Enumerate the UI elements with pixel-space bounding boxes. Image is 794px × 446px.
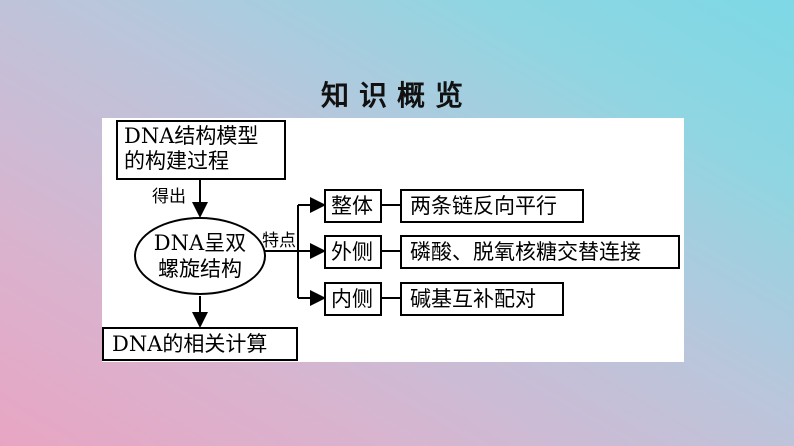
feature-value-3: 碱基互补配对 — [400, 282, 564, 316]
feature-value-2: 磷酸、脱氧核糖交替连接 — [400, 235, 680, 269]
center-line1: DNA呈双 — [153, 231, 247, 255]
center-ellipse: DNA呈双 螺旋结构 — [134, 217, 266, 295]
bottom-box: DNA的相关计算 — [102, 327, 298, 361]
branch-label: 特点 — [262, 231, 296, 251]
top-box-line1: DNA结构模型 — [124, 124, 259, 148]
page-title: 知识概览 — [320, 79, 473, 112]
top-box-line2: 的构建过程 — [124, 149, 229, 173]
feature-label-1: 整体 — [324, 189, 382, 223]
center-line2: 螺旋结构 — [158, 257, 242, 281]
feature-value-1: 两条链反向平行 — [400, 189, 584, 223]
feature-label-2: 外侧 — [324, 235, 382, 269]
concept-map-panel: DNA结构模型 的构建过程 得出 DNA呈双 螺旋结构 特点 DNA的相关计算 … — [102, 118, 684, 362]
arrow-label-top: 得出 — [152, 187, 186, 207]
connector-lines — [192, 180, 400, 328]
feature-label-3: 内侧 — [324, 282, 382, 316]
top-box: DNA结构模型 的构建过程 — [116, 120, 286, 180]
